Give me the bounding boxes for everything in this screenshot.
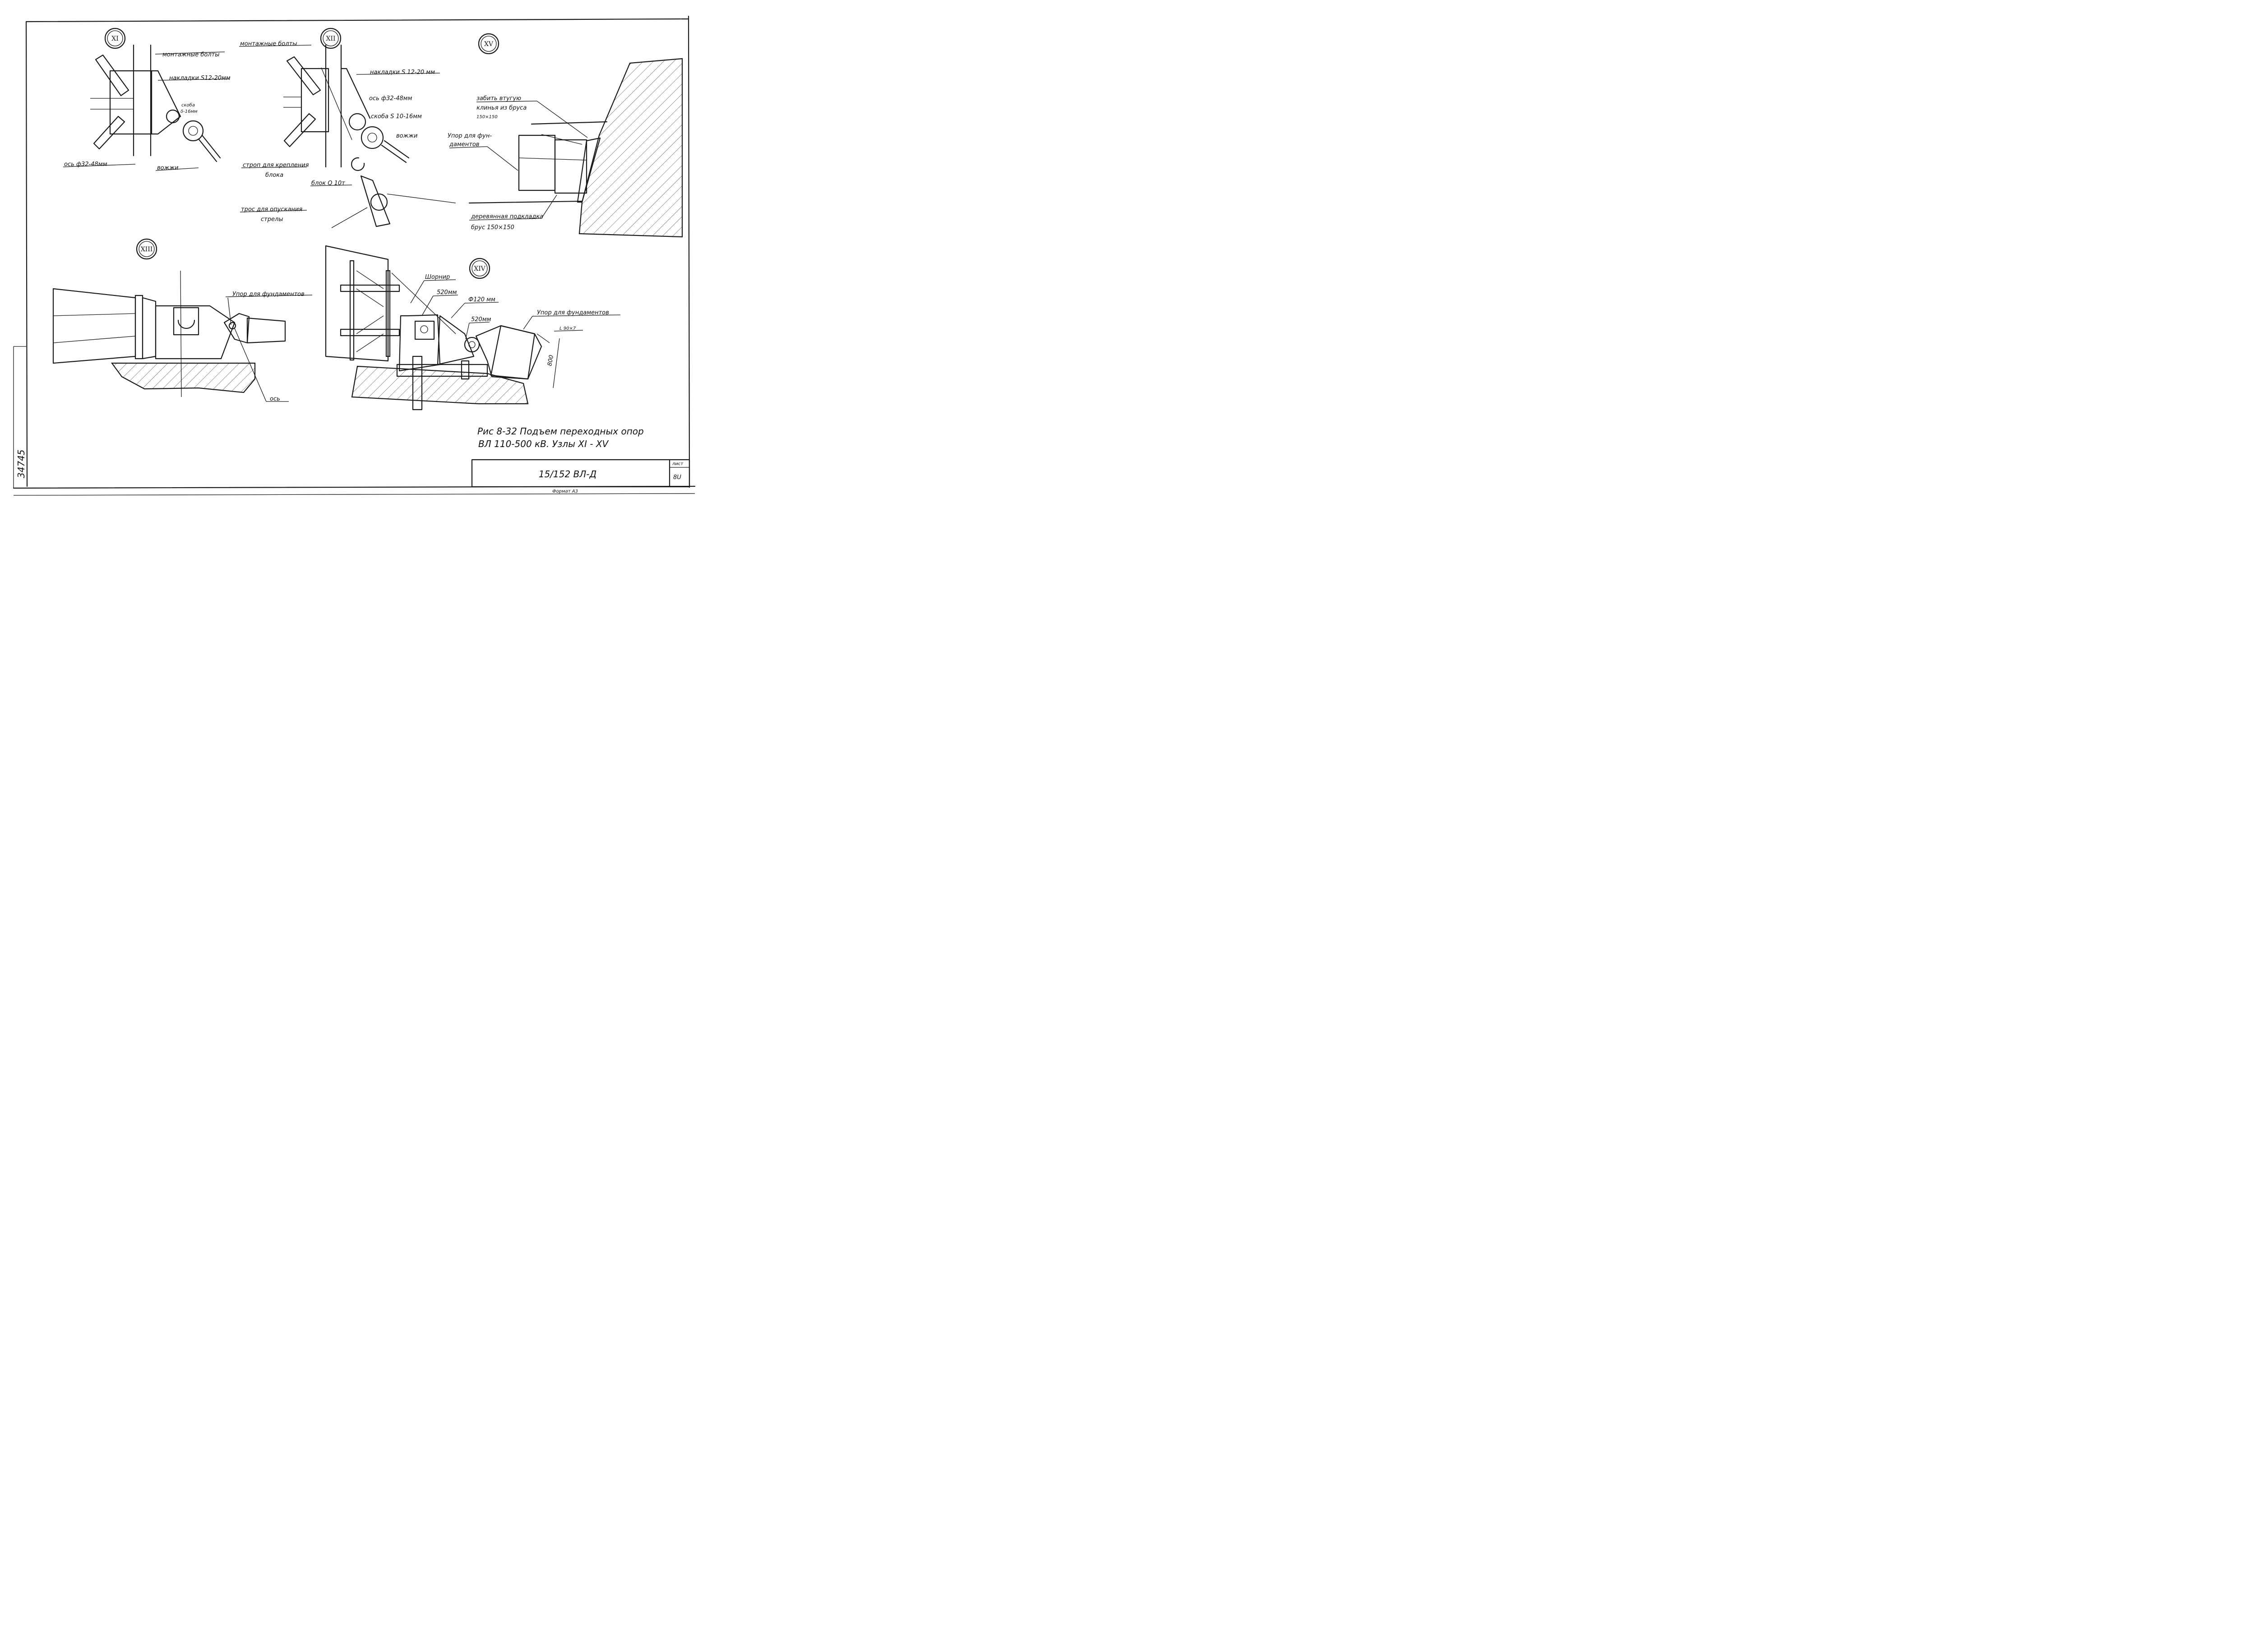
node-xii: XII монтажные болты накладки S 12-20 мм … xyxy=(239,28,456,228)
node-xiv: XIV 800 Шорнир 520мм Ф120 мм 520мм xyxy=(325,245,621,411)
node-xii-bracket-label: скоба S 10-16мм xyxy=(371,113,422,120)
node-xii-plates-label: накладки S 12-20 мм xyxy=(370,69,435,76)
format-label: Формат А3 xyxy=(552,489,578,494)
node-xv-pad-label: деревянная подкладка xyxy=(471,213,543,220)
node-xii-reins-label: вожжи xyxy=(396,133,418,139)
title-block: 15/152 ВЛ-Д лист 8U Формат А3 xyxy=(471,459,690,494)
node-xii-block-label: блок Q 10т xyxy=(311,180,345,187)
node-xii-bolts-label: монтажные болты xyxy=(240,41,297,47)
node-xii-cable-line1: трос для опускания xyxy=(241,206,302,213)
side-stamp-number: 34745 xyxy=(16,449,27,478)
node-xiv-stop-label: Упор для фундаментов xyxy=(537,309,609,316)
node-xi-bolts-label: монтажные болты xyxy=(162,51,220,58)
node-xv-wedge-line1: забить втугую xyxy=(476,95,521,102)
node-xv-stop-line2: даментов xyxy=(449,141,479,148)
node-xiii: XIII Упор для фундаментов ось xyxy=(52,238,313,402)
node-xiv-diameter: Ф120 мм xyxy=(468,296,495,303)
node-xii-axis-label: ось ф32-48мм xyxy=(369,95,412,102)
side-stamp: 34745 xyxy=(16,449,27,478)
node-xiii-stop-label: Упор для фундаментов xyxy=(232,291,305,298)
node-xiv-angle-label: L 90×7 xyxy=(559,326,576,331)
node-xv-wedge-line3: 150×150 xyxy=(476,115,498,120)
node-xiv-height-label: 800 xyxy=(546,355,555,367)
node-xii-sling-line1: строп для крепления xyxy=(243,162,309,169)
node-xv-wedge-line2: клинья из бруса xyxy=(476,105,527,111)
node-xiii-label: XIII xyxy=(141,246,153,253)
figure-caption: Рис 8-32 Подъем переходных опор ВЛ 110-5… xyxy=(477,426,644,449)
drawing-canvas: XI монтажные болты накладки S12-20мм ско… xyxy=(13,15,696,496)
node-xi: XI монтажные болты накладки S12-20мм ско… xyxy=(63,28,231,171)
node-xv-beam-label: брус 150×150 xyxy=(471,224,514,231)
sheet-number: 8U xyxy=(673,474,681,481)
sheet-label: лист xyxy=(672,461,684,466)
node-xi-reins-label: вожжи xyxy=(157,165,179,171)
node-xi-axis-label: ось ф32-48мм xyxy=(64,161,107,168)
drawing-sheet: XI монтажные болты накладки S12-20мм ско… xyxy=(0,0,707,510)
node-xiii-axis-label: ось xyxy=(270,396,280,402)
node-xii-label: XII xyxy=(326,35,335,42)
sheet-frame xyxy=(13,15,696,496)
node-xiv-label: XIV xyxy=(474,265,485,272)
node-xv-stop-line1: Упор для фун- xyxy=(448,133,492,139)
node-xv-label: XV xyxy=(484,41,494,48)
caption-line2: ВЛ 110-500 кВ. Узлы XI - XV xyxy=(478,438,609,449)
node-xiv-hinge-label: Шорнир xyxy=(425,274,450,281)
drawing-code: 15/152 ВЛ-Д xyxy=(539,469,596,480)
node-xiv-dim2: 520мм xyxy=(471,316,491,323)
node-xv: XV забить втугую клинья из бруса 150×150… xyxy=(448,33,683,238)
node-xi-label: XI xyxy=(111,35,119,42)
node-xi-bracket-label: скоба xyxy=(181,102,195,108)
node-xii-cable-line2: стрелы xyxy=(261,216,283,223)
caption-line1: Рис 8-32 Подъем переходных опор xyxy=(477,426,644,437)
node-xii-sling-line2: блока xyxy=(265,172,283,179)
node-xi-plates-label: накладки S12-20мм xyxy=(169,75,231,82)
node-xiv-dim1: 520мм xyxy=(437,289,457,296)
node-xi-bracket-size: δ-16мм xyxy=(180,109,198,114)
